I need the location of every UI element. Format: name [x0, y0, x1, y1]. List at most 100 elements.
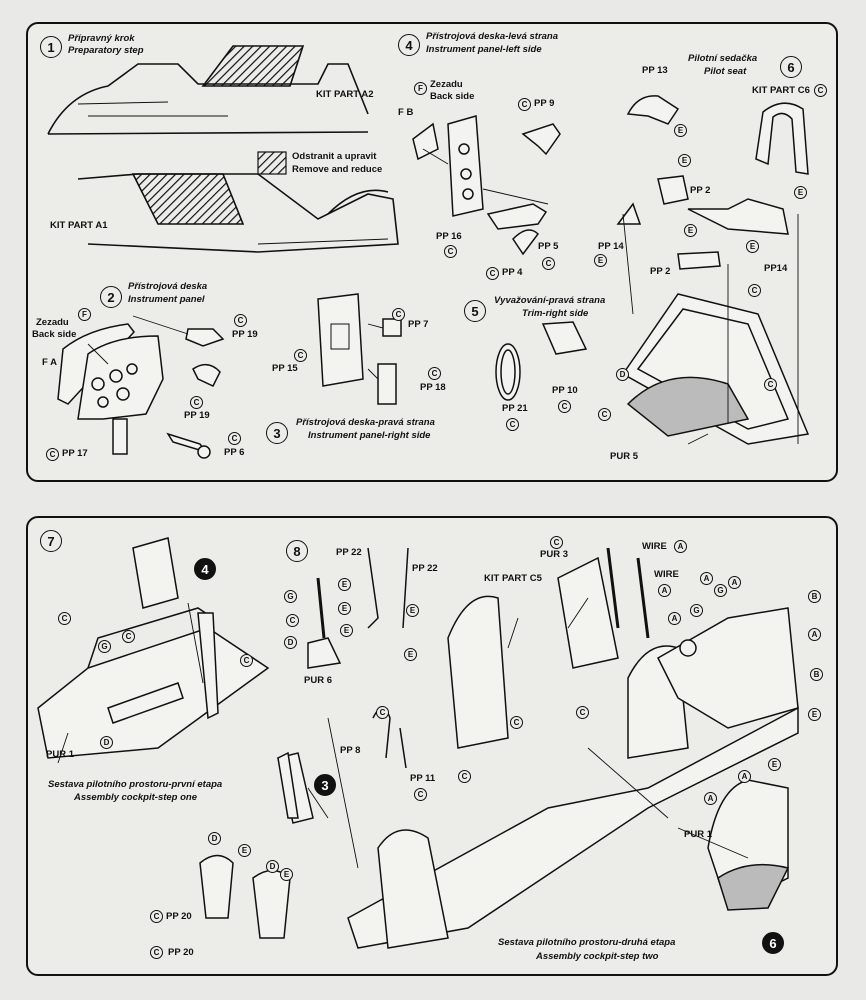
step-4-number: 4	[398, 34, 420, 56]
d-circle-8c: D	[266, 860, 279, 873]
e-circle-2: E	[678, 154, 691, 167]
pp5-label: PP 5	[538, 241, 559, 252]
c-circle-pp10: C	[558, 400, 571, 413]
c-circle-pp9: C	[518, 98, 531, 111]
leader-lines	[87, 148, 799, 445]
step-8-title-cz: Sestava pilotního prostoru-druhá etapa	[498, 937, 676, 948]
pp7-label: PP 7	[408, 319, 429, 330]
c-circle-seat-left: C	[598, 408, 611, 421]
step-1-number: 1	[40, 36, 62, 58]
e-circle-pp13: E	[674, 124, 687, 137]
c-circle-seat-right: C	[764, 378, 777, 391]
c-circle-pp15: C	[294, 349, 307, 362]
c-circle-pp16: C	[444, 245, 457, 258]
g-circle-7: G	[98, 640, 111, 653]
pp15-label: PP 15	[272, 363, 298, 374]
pp22b-label: PP 22	[412, 563, 438, 574]
e-circle-pp14: E	[594, 254, 607, 267]
pp19-label: PP 19	[232, 329, 258, 340]
fa-label: F A	[42, 357, 57, 368]
letter-f-circle: F	[78, 308, 91, 321]
kit-part-a1-label: KIT PART A1	[50, 220, 108, 231]
kit-part-a2-label: KIT PART A2	[316, 89, 374, 100]
pp11-label: PP 11	[410, 773, 436, 784]
e-circle-8b: E	[338, 602, 351, 615]
d-circle-8: D	[284, 636, 297, 649]
step-6-number: 6	[780, 56, 802, 78]
c-circle-pp5: C	[542, 257, 555, 270]
right-panel-drawing	[317, 293, 402, 405]
e-circle-8f: E	[808, 708, 821, 721]
c-circle-8d: C	[458, 770, 471, 783]
b-circle-8b: B	[810, 668, 823, 681]
pp4-label: PP 4	[502, 267, 523, 278]
pp17-label: PP 17	[62, 448, 88, 459]
g-circle-8: G	[284, 590, 297, 603]
e-circle-8c: E	[340, 624, 353, 637]
pp9-label: PP 9	[534, 98, 555, 109]
pp13-label: PP 13	[642, 65, 668, 76]
c-circle-7b: C	[122, 630, 135, 643]
step-7-number: 7	[40, 530, 62, 552]
a-circle-8c: A	[668, 612, 681, 625]
a-circle-wire2: A	[658, 584, 671, 597]
back-side-cz-4: Zezadu	[430, 79, 463, 90]
kit-part-c5-label: KIT PART C5	[484, 573, 542, 584]
d-circle-8b: D	[208, 832, 221, 845]
step-8-number: 8	[286, 540, 308, 562]
e-circle-8g: E	[768, 758, 781, 771]
step-3-number: 3	[266, 422, 288, 444]
pp6-label: PP 6	[224, 447, 245, 458]
e-circle-8i: E	[280, 868, 293, 881]
c-circle-pp19: C	[234, 314, 247, 327]
step-4-title-cz: Přístrojová deska-levá strana	[426, 31, 559, 42]
step-3-title-en: Instrument panel-right side	[308, 430, 431, 441]
c-circle-pp19b: C	[190, 396, 203, 409]
step-3-title-cz: Přístrojová deska-pravá strana	[296, 417, 435, 428]
step-1-title-en: Preparatory step	[68, 45, 144, 56]
cockpit-step-one-drawing	[37, 537, 314, 824]
back-side-en-2: Back side	[32, 329, 77, 340]
remove-label-en: Remove and reduce	[292, 164, 383, 175]
step-6-title-cz: Pilotní sedačka	[688, 53, 758, 64]
c-circle-8b: C	[510, 716, 523, 729]
ref-step-3-badge: 3	[314, 774, 336, 796]
fuselage-lower-drawing	[77, 173, 399, 253]
a-circle-8d: A	[808, 628, 821, 641]
pp2-label: PP 2	[690, 185, 711, 196]
g-circle-8b: G	[714, 584, 727, 597]
seat-brackets-drawing	[199, 854, 291, 939]
d-circle-7: D	[100, 736, 113, 749]
pur5-label: PUR 5	[610, 451, 638, 462]
e-circle-4: E	[684, 224, 697, 237]
c-circle-c6: C	[814, 84, 827, 97]
a-circle-8e: A	[738, 770, 751, 783]
remove-legend-swatch	[257, 151, 287, 175]
step-8-title-en: Assembly cockpit-step two	[536, 951, 659, 962]
fb-label: F B	[398, 107, 414, 118]
b-circle-8a: B	[808, 590, 821, 603]
c-circle-8c: C	[576, 706, 589, 719]
trim-drawing	[495, 321, 588, 401]
letter-f-circle-4: F	[414, 82, 427, 95]
pp19b-label: PP 19	[184, 410, 210, 421]
d-circle-seat: D	[616, 368, 629, 381]
pp18-label: PP 18	[420, 382, 446, 393]
step-5-number: 5	[464, 300, 486, 322]
bottom-panel: 7 4 C C C G D PUR 1 Sestava pilotního pr…	[26, 516, 838, 976]
c-circle-pp20: C	[150, 910, 163, 923]
step-5-title-cz: Vyvažování-pravá strana	[494, 295, 606, 306]
remove-label-cz: Odstranit a upravit	[292, 151, 377, 162]
wire-label: WIRE	[642, 541, 667, 552]
pp21-label: PP 21	[502, 403, 528, 414]
top-panel-drawing	[47, 45, 810, 459]
e-circle-5: E	[746, 240, 759, 253]
e-circle-8e: E	[404, 648, 417, 661]
c-circle-pp21: C	[506, 418, 519, 431]
step-6-title-en: Pilot seat	[704, 66, 747, 77]
pilot-seat-drawing	[616, 95, 810, 445]
back-side-cz-2: Zezadu	[36, 317, 69, 328]
left-panel-drawing	[412, 115, 561, 256]
step-2-title-cz: Přístrojová deska	[128, 281, 208, 292]
c-circle-seat-top: C	[748, 284, 761, 297]
